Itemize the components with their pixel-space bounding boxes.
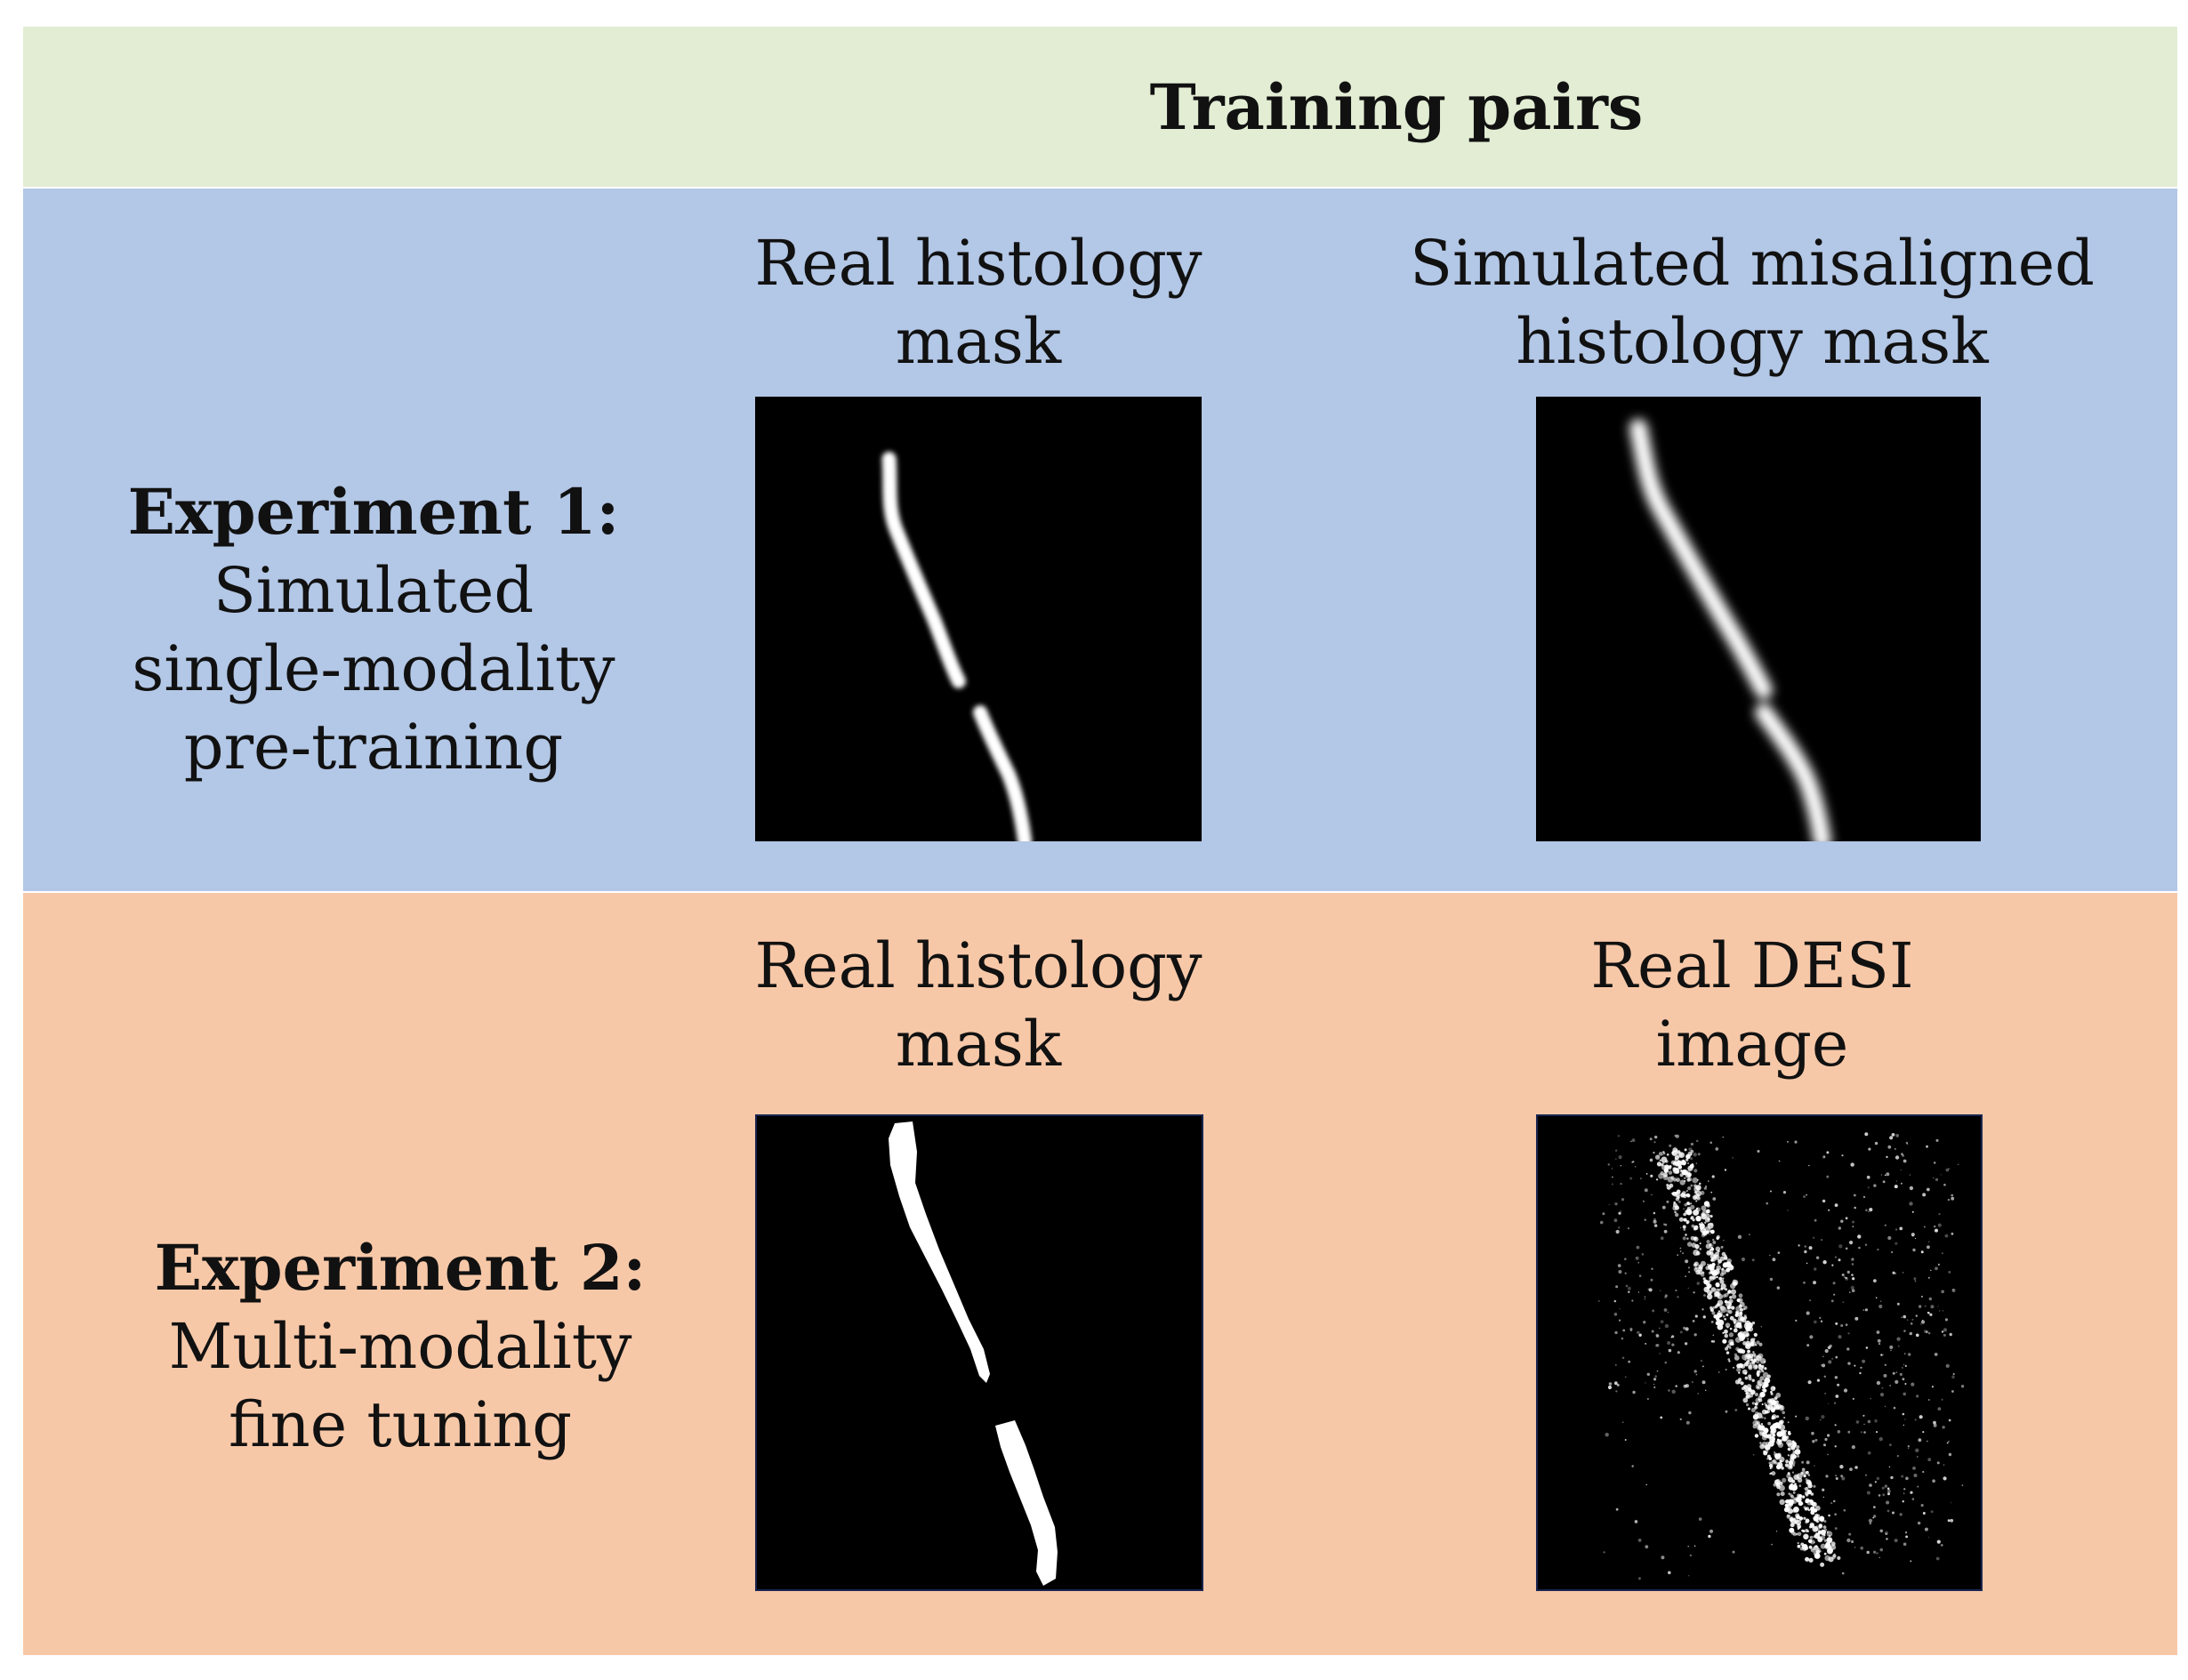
caption-line: image <box>1655 1008 1849 1081</box>
caption-line: mask <box>895 1008 1062 1081</box>
training-pairs-title: Training pairs <box>1149 69 1644 144</box>
experiment2-heading: Experiment 2: <box>154 1231 647 1305</box>
caption-line: histology mask <box>1516 305 1989 378</box>
real-histology-mask-image <box>755 397 1202 841</box>
caption-line: Real histology <box>754 227 1203 300</box>
experiment1-heading: Experiment 1: <box>127 475 620 549</box>
simulated-misaligned-mask-image <box>1536 397 1981 841</box>
experiment1-label-line: Simulated <box>213 554 535 627</box>
experiment2-caption-desi: Real DESI image <box>1476 927 2028 1083</box>
experiment1-caption-real-mask: Real histology mask <box>712 224 1245 381</box>
experiment1-label-line: pre-training <box>183 711 564 784</box>
experiment1-label-line: single-modality <box>132 632 615 705</box>
experiment1-caption-simulated-mask: Simulated misaligned histology mask <box>1388 224 2117 381</box>
caption-line: Real DESI <box>1590 929 1914 1002</box>
real-desi-image <box>1536 1114 1983 1591</box>
experiment2-label-line: Multi-modality <box>168 1310 632 1383</box>
caption-line: mask <box>895 305 1062 378</box>
experiment2-label: Experiment 2: Multi-modality fine tuning <box>80 1229 720 1464</box>
caption-line: Simulated misaligned <box>1410 227 2095 300</box>
experiment2-caption-real-mask: Real histology mask <box>712 927 1245 1083</box>
header-band <box>23 27 2177 187</box>
experiment2-label-line: fine tuning <box>228 1388 573 1461</box>
caption-line: Real histology <box>754 929 1203 1002</box>
real-histology-binary-mask-image <box>755 1114 1203 1591</box>
experiment1-label: Experiment 1: Simulated single-modality … <box>62 473 685 786</box>
